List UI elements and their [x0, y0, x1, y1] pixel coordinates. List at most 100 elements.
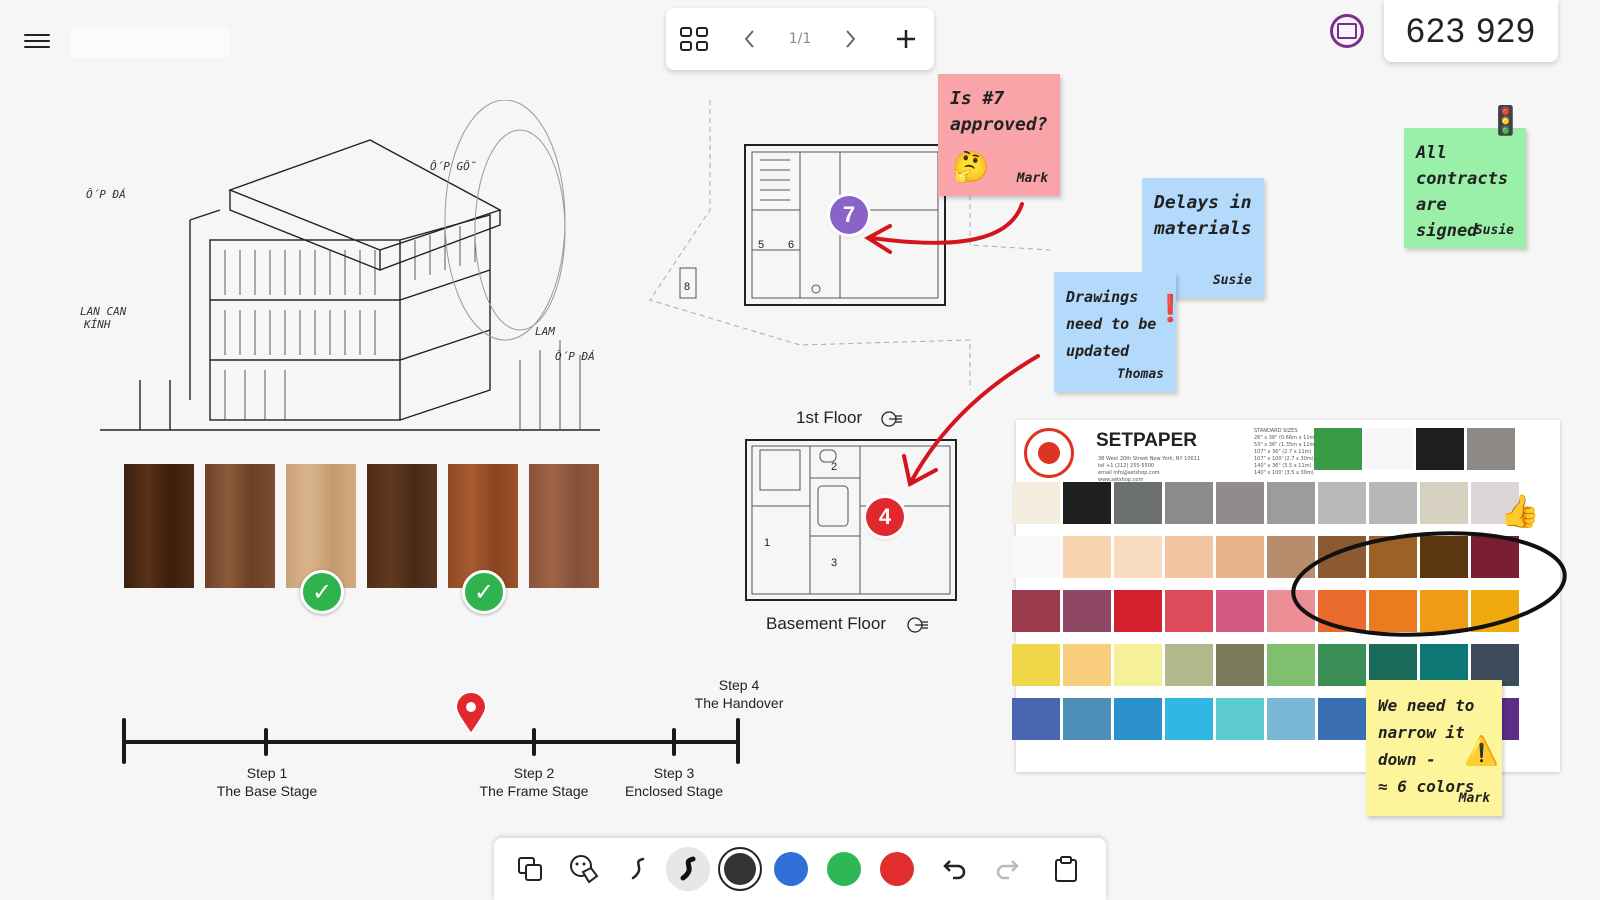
- color-blue-button[interactable]: [771, 849, 811, 889]
- color-swatch[interactable]: [1165, 644, 1213, 686]
- color-swatch[interactable]: [1318, 644, 1366, 686]
- thinking-emoji-icon: 🤔: [952, 150, 990, 185]
- thumbs-up-icon: 👍: [1500, 492, 1540, 530]
- project-timeline: [122, 718, 740, 764]
- add-page-button[interactable]: [888, 21, 924, 57]
- color-red-button[interactable]: [877, 849, 917, 889]
- undo-button[interactable]: [934, 849, 974, 889]
- clipboard-icon: [1055, 856, 1077, 882]
- wood-swatch-3[interactable]: [286, 464, 356, 588]
- color-swatch[interactable]: [1012, 482, 1060, 524]
- wood-swatch-4[interactable]: [367, 464, 437, 588]
- current-progress-pin-icon[interactable]: [454, 692, 488, 736]
- copy-button[interactable]: [510, 849, 550, 889]
- color-swatch[interactable]: [1114, 590, 1162, 632]
- color-swatch[interactable]: [1267, 482, 1315, 524]
- redo-button[interactable]: [988, 849, 1028, 889]
- sticky-note-narrow[interactable]: We need to narrow it down - ≈ 6 colors ⚠…: [1366, 680, 1502, 816]
- svg-text:2: 2: [831, 461, 837, 473]
- color-swatch[interactable]: [1216, 644, 1264, 686]
- color-swatch[interactable]: [1471, 536, 1519, 578]
- wood-swatch-6[interactable]: [529, 464, 599, 588]
- hamburger-icon: [24, 34, 50, 36]
- menu-button[interactable]: [24, 30, 50, 54]
- color-swatch[interactable]: [1420, 590, 1468, 632]
- color-swatch[interactable]: [1318, 482, 1366, 524]
- color-swatch[interactable]: [1114, 536, 1162, 578]
- pages-overview-button[interactable]: [676, 21, 712, 57]
- color-swatch[interactable]: [1267, 644, 1315, 686]
- clipboard-button[interactable]: [1046, 849, 1086, 889]
- color-swatch[interactable]: [1012, 536, 1060, 578]
- color-swatch[interactable]: [1369, 590, 1417, 632]
- color-swatch[interactable]: [1165, 590, 1213, 632]
- color-swatch[interactable]: [1012, 698, 1060, 740]
- color-swatch[interactable]: [1216, 536, 1264, 578]
- house-sketch: ỐP ĐÁ ỐP GỖ LAN CAN KÍNH LAM ỐP ĐÁ: [80, 100, 600, 431]
- color-swatch[interactable]: [1471, 644, 1519, 686]
- color-swatch[interactable]: [1165, 536, 1213, 578]
- pen-thick-button[interactable]: [666, 847, 710, 891]
- color-green-button[interactable]: [824, 849, 864, 889]
- color-swatch[interactable]: [1416, 428, 1464, 470]
- color-swatch[interactable]: [1216, 590, 1264, 632]
- color-swatch[interactable]: [1471, 482, 1519, 524]
- color-swatch[interactable]: [1216, 698, 1264, 740]
- color-swatch[interactable]: [1420, 482, 1468, 524]
- setpaper-standard-sizes: STANDARD SIZES 26" x 36" (0.66m x 11m) 5…: [1254, 428, 1317, 476]
- arrowhead-icon: [902, 454, 938, 488]
- color-swatch[interactable]: [1012, 590, 1060, 632]
- traffic-light-icon: 🚦: [1488, 104, 1523, 137]
- marker-7[interactable]: 7: [830, 196, 868, 234]
- color-swatch[interactable]: [1216, 482, 1264, 524]
- color-swatch[interactable]: [1267, 698, 1315, 740]
- color-swatch[interactable]: [1063, 590, 1111, 632]
- color-dot-black: [724, 853, 756, 885]
- board-title-field[interactable]: [70, 28, 230, 58]
- svg-text:LAN CAN: LAN CAN: [80, 305, 127, 318]
- color-swatch[interactable]: [1012, 644, 1060, 686]
- color-swatch[interactable]: [1318, 590, 1366, 632]
- highlight-ellipse: [1291, 531, 1567, 637]
- color-swatch[interactable]: [1063, 698, 1111, 740]
- wood-swatch-2[interactable]: [205, 464, 275, 588]
- color-swatch[interactable]: [1114, 698, 1162, 740]
- color-swatch[interactable]: [1365, 428, 1413, 470]
- drawing-toolbar: [494, 838, 1106, 900]
- color-swatch[interactable]: [1369, 644, 1417, 686]
- color-swatch[interactable]: [1467, 428, 1515, 470]
- wood-swatch-1[interactable]: [124, 464, 194, 588]
- approved-check-icon: ✓: [462, 570, 506, 614]
- sticky-note-contracts[interactable]: All contracts are signed 🚦 Susie: [1404, 104, 1526, 248]
- color-swatch[interactable]: [1165, 482, 1213, 524]
- color-swatch[interactable]: [1369, 482, 1417, 524]
- color-swatch[interactable]: [1369, 536, 1417, 578]
- color-swatch[interactable]: [1318, 698, 1366, 740]
- sticky-note-approved[interactable]: Is #7 approved? 🤔 Mark: [938, 74, 1060, 196]
- marker-4[interactable]: 4: [866, 498, 904, 536]
- color-swatch[interactable]: [1420, 536, 1468, 578]
- next-page-button[interactable]: [832, 21, 868, 57]
- color-swatch[interactable]: [1063, 644, 1111, 686]
- svg-text:ỐP GỖ: ỐP GỖ: [430, 160, 476, 173]
- color-swatch[interactable]: [1114, 482, 1162, 524]
- color-swatch[interactable]: [1420, 644, 1468, 686]
- color-swatch[interactable]: [1114, 644, 1162, 686]
- previous-page-button[interactable]: [732, 21, 768, 57]
- color-black-button[interactable]: [718, 847, 762, 891]
- basement-floor-plan: 1 2 3: [745, 439, 957, 601]
- sticky-note-drawings[interactable]: Drawings need to be updated ❗ Thomas: [1054, 272, 1186, 392]
- color-swatch[interactable]: [1063, 536, 1111, 578]
- redo-icon: [996, 860, 1019, 880]
- basement-floor-label: Basement Floor: [766, 614, 886, 633]
- svg-text:ỐP ĐÁ: ỐP ĐÁ: [86, 188, 126, 201]
- stickers-button[interactable]: [564, 849, 604, 889]
- color-swatch[interactable]: [1314, 428, 1362, 470]
- color-swatch[interactable]: [1063, 482, 1111, 524]
- exclamation-icon: ❗: [1154, 294, 1187, 324]
- wood-swatch-5[interactable]: [448, 464, 518, 588]
- presenter-button[interactable]: [1330, 14, 1364, 48]
- color-swatch[interactable]: [1165, 698, 1213, 740]
- pen-thin-button[interactable]: [618, 849, 658, 889]
